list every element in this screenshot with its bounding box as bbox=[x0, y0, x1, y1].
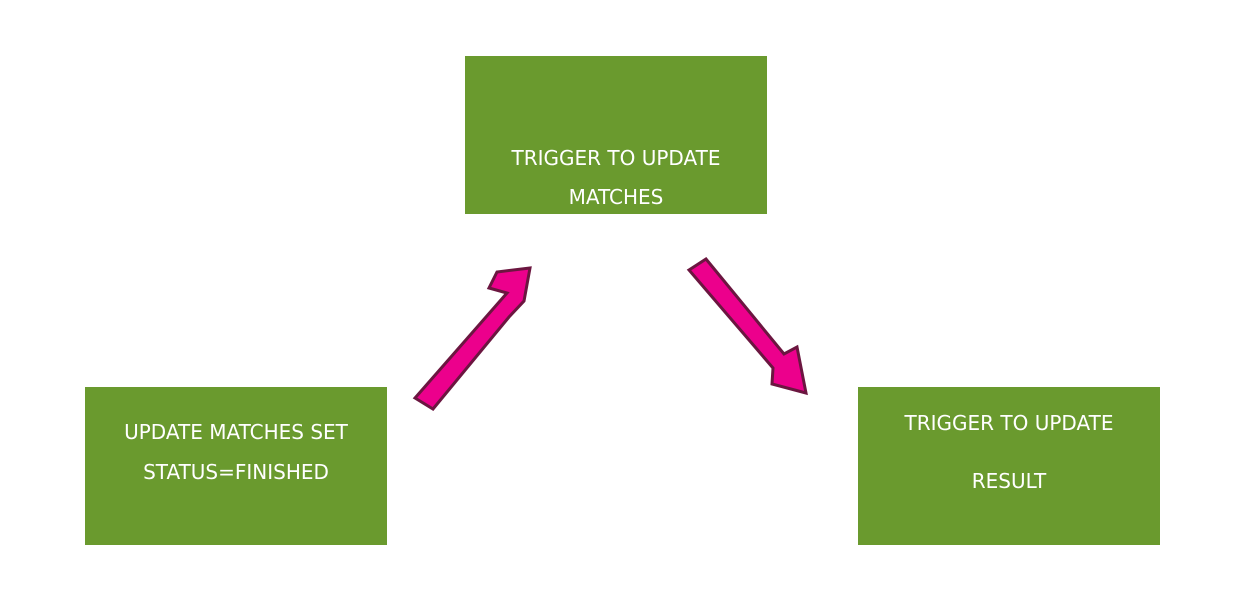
process-box-trigger-update-matches: TRIGGER TO UPDATE MATCHES bbox=[465, 56, 767, 214]
arrow-top-to-right bbox=[686, 257, 808, 396]
box-text-line: RESULT bbox=[971, 469, 1047, 493]
process-box-update-matches-status: UPDATE MATCHES SET STATUS=FINISHED bbox=[85, 387, 387, 545]
arrow-left-to-top bbox=[412, 266, 532, 411]
box-text-line: TRIGGER TO UPDATE bbox=[904, 411, 1114, 435]
box-text-line: TRIGGER TO UPDATE bbox=[511, 146, 721, 170]
box-text-line: STATUS=FINISHED bbox=[143, 460, 329, 484]
box-text-line: UPDATE MATCHES SET bbox=[124, 420, 348, 444]
box-text-line: MATCHES bbox=[568, 185, 664, 209]
process-box-trigger-update-result: TRIGGER TO UPDATE RESULT bbox=[858, 387, 1160, 545]
